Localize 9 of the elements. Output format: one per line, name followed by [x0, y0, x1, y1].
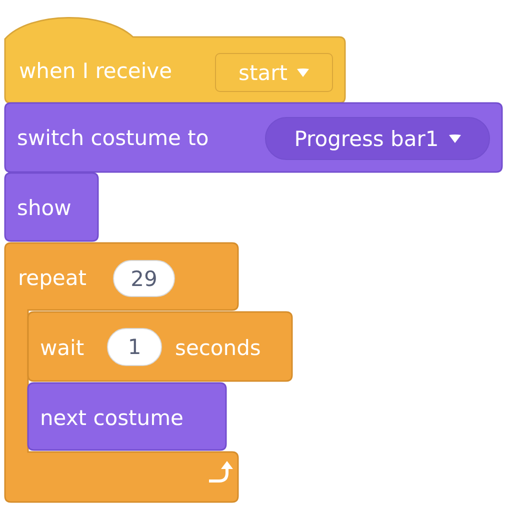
dropdown-menu: Progress bar1 [265, 117, 490, 160]
block-label: show [17, 195, 72, 221]
block-label: when I receive [19, 58, 172, 84]
block-label: repeat [18, 265, 86, 291]
block-label: wait [40, 335, 84, 361]
block-label: next costume [40, 405, 184, 431]
block-label: seconds [175, 335, 261, 361]
block-label: switch costume to [17, 125, 209, 151]
dropdown-menu: start [215, 53, 333, 92]
